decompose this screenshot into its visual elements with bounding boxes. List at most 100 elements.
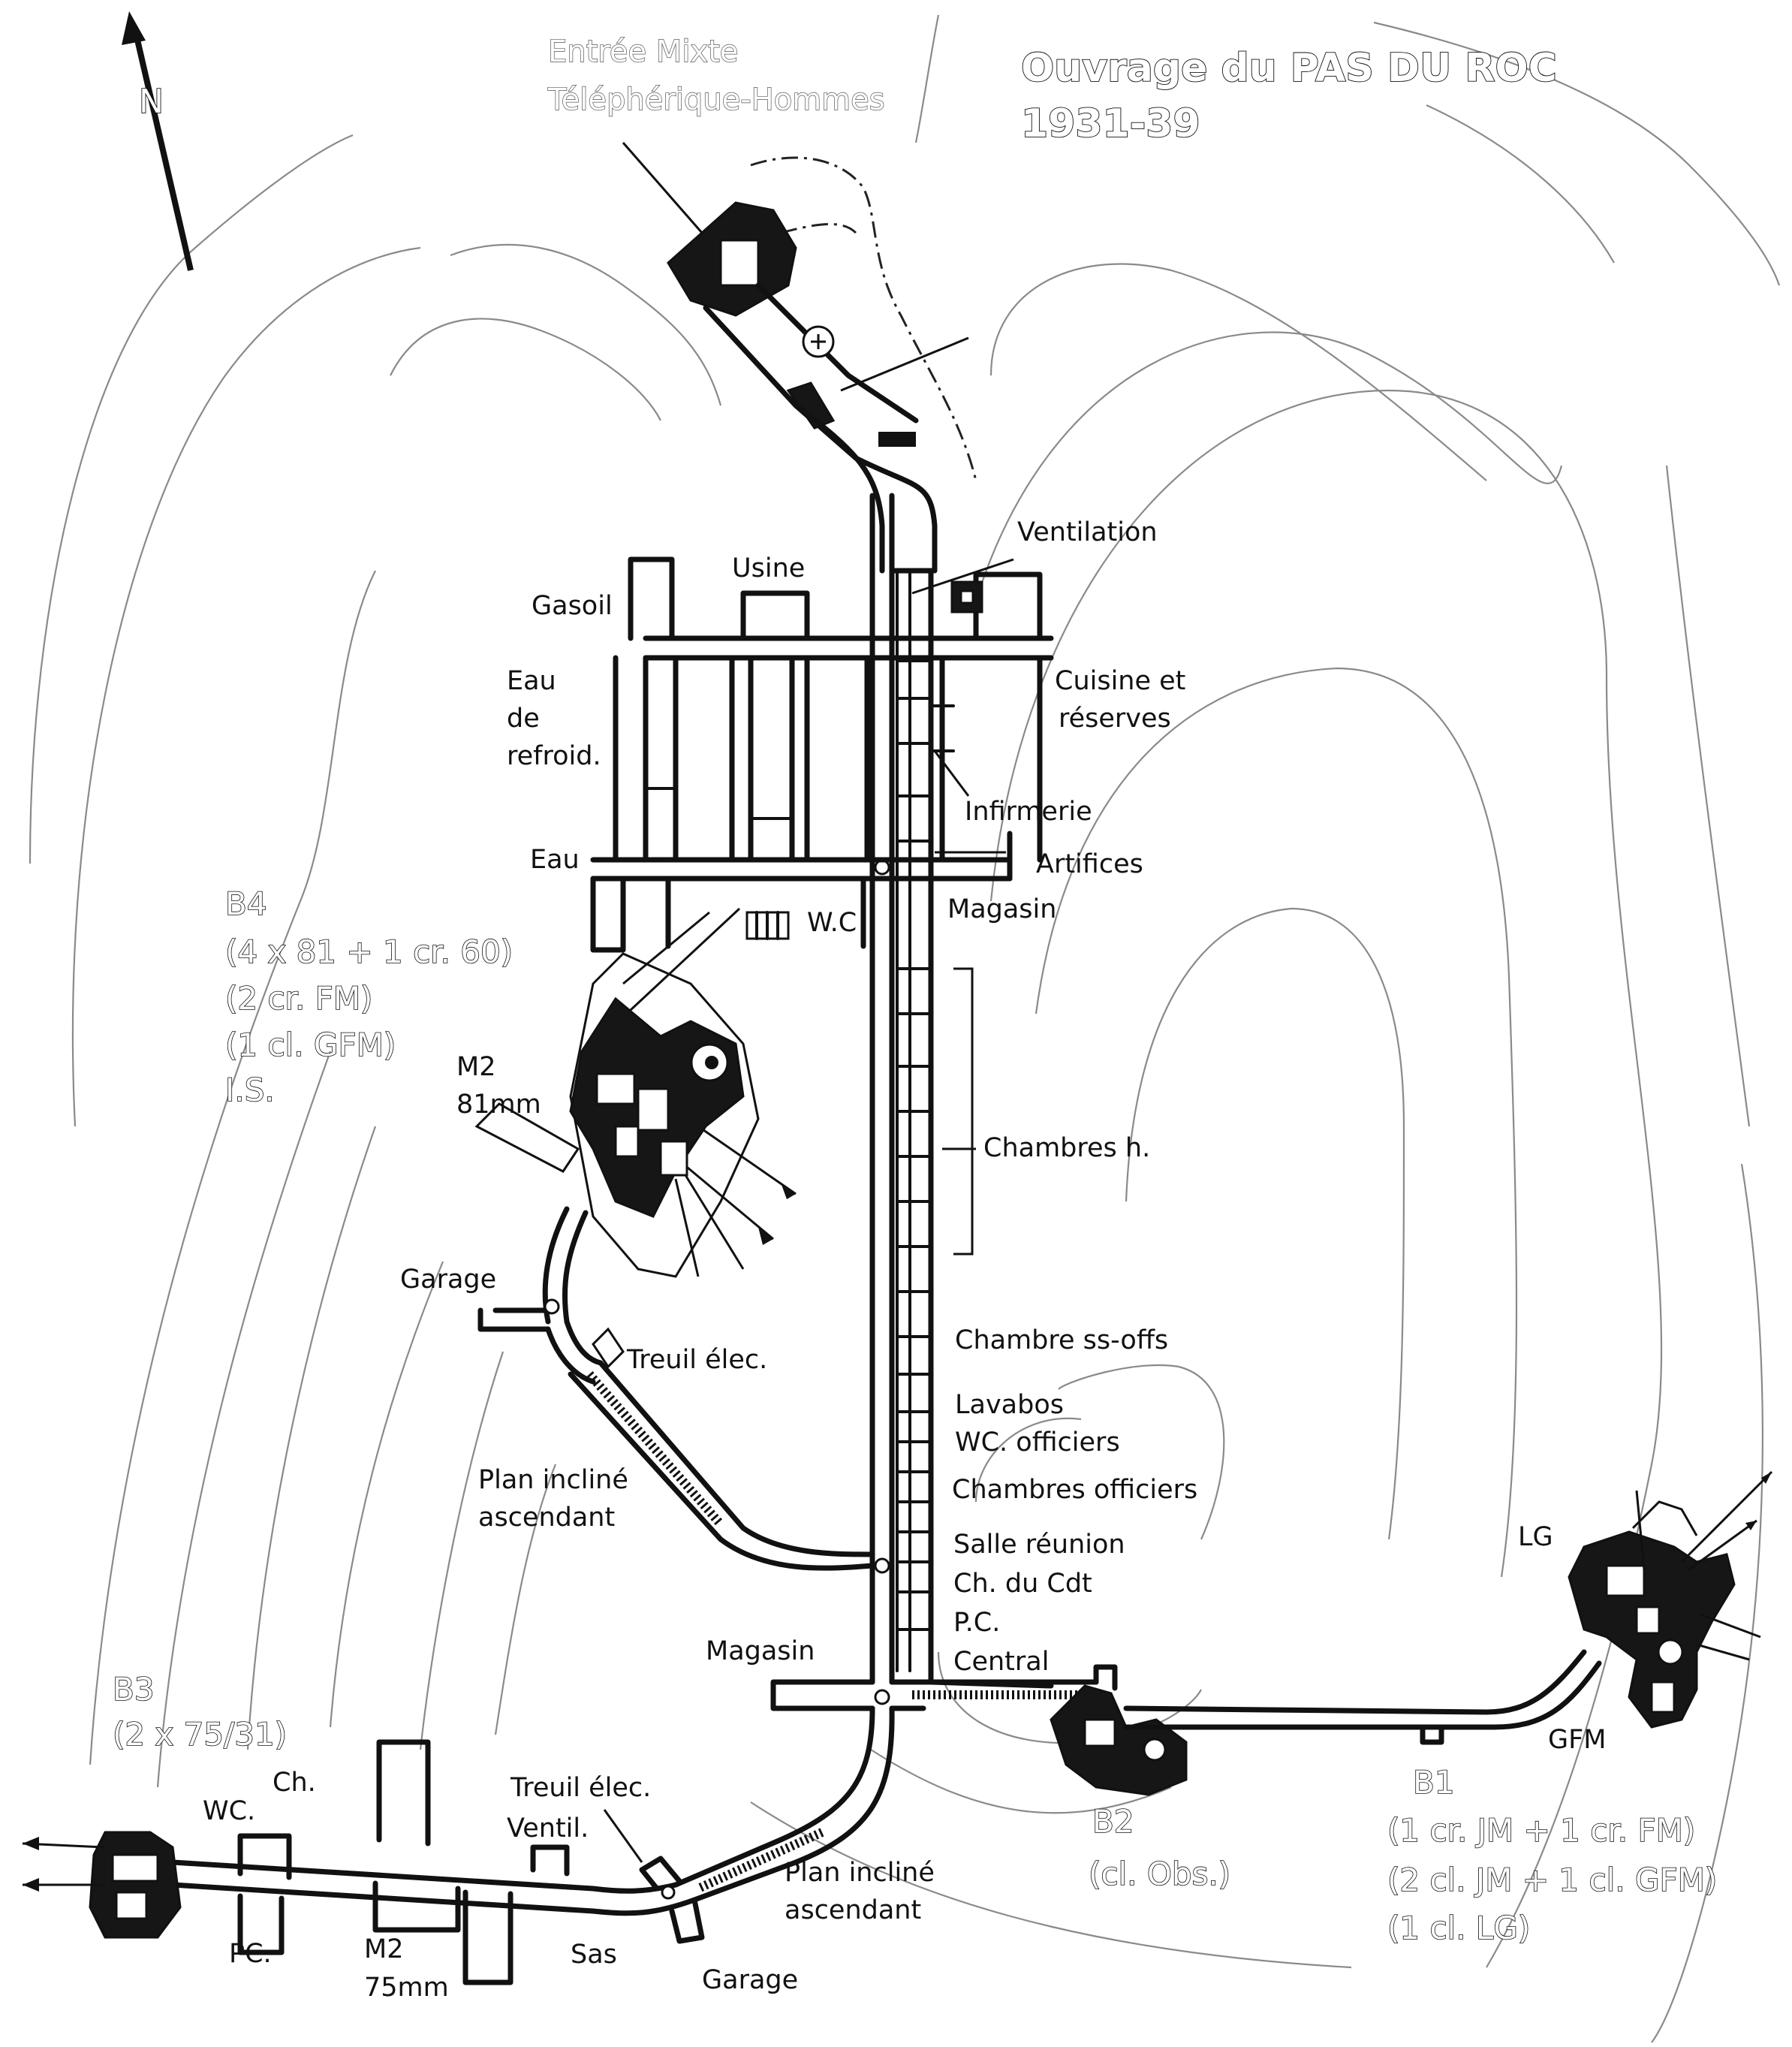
entrance-label: Entrée Mixte (548, 35, 738, 69)
contour-line (989, 263, 1487, 481)
junction-marker (874, 859, 890, 876)
main-gallery (869, 493, 976, 1705)
label-gasoil: Gasoil (532, 591, 613, 621)
contour-line (1665, 465, 1751, 1127)
contour-line (1426, 104, 1615, 264)
entrance-room (719, 239, 760, 287)
label-b4-armament: (4 x 81 + 1 cr. 60) (225, 933, 513, 970)
entrance-label-sub: Téléphérique-Hommes (547, 83, 885, 117)
b2-block (928, 1679, 1188, 1796)
contour-line (29, 134, 354, 864)
label-b4: B4 (225, 885, 267, 922)
label-sas: Sas (571, 1940, 617, 1970)
label-infirmerie: Infirmerie (965, 797, 1092, 827)
b1-block (1123, 1470, 1773, 1745)
label-plan-incline-2: Plan incliné (785, 1858, 935, 1888)
label-plan-incline-1: ascendant (478, 1503, 615, 1533)
contour-line (89, 570, 376, 1765)
label-b3: B3 (113, 1671, 155, 1708)
junction-marker (874, 1557, 890, 1574)
contour-line (974, 1417, 1082, 1503)
label-magasin-bottom: Magasin (706, 1636, 815, 1666)
label-b4-armament: (2 cr. FM) (225, 980, 372, 1017)
b3-wing (22, 1739, 705, 1985)
contour-line (750, 1801, 1352, 1969)
terrain-contours (29, 14, 1781, 2043)
label-b2-armament: (cl. Obs.) (1089, 1856, 1230, 1892)
north-label: N (139, 83, 164, 121)
label-ch-cdt: Ch. du Cdt (953, 1569, 1092, 1599)
label-m2-81: 81mm (456, 1090, 541, 1120)
block-labels: B4 (4 x 81 + 1 cr. 60) (2 cr. FM) (1 cl.… (112, 885, 1718, 1947)
map-title: Ouvrage du PAS DU ROC (1021, 46, 1557, 91)
label-b2: B2 (1092, 1803, 1134, 1840)
label-artifices: Artifices (1036, 849, 1143, 879)
contour-line (246, 1126, 377, 1750)
label-garage-bottom: Garage (702, 1965, 798, 1995)
label-m2-81: M2 (456, 1052, 495, 1082)
label-garage-top: Garage (400, 1265, 496, 1295)
label-treuil-bottom: Ventil. (507, 1813, 589, 1844)
label-gfm: GFM (1548, 1725, 1606, 1755)
b4-block (474, 907, 875, 1571)
label-b3-armament: (2 x 75/31) (113, 1716, 287, 1753)
label-pc: P.C. (953, 1608, 1000, 1638)
b2-casemate (1050, 1684, 1188, 1796)
label-b1: B1 (1413, 1764, 1455, 1801)
label-ventilation: Ventilation (1017, 517, 1158, 547)
label-treuil-bottom: Treuil élec. (510, 1773, 651, 1803)
entrance-block (622, 142, 977, 574)
contour-line (974, 331, 1563, 601)
label-central: Central (953, 1647, 1049, 1677)
label-eau: Eau (530, 845, 580, 875)
label-chambre-ssoffs: Chambre ss-offs (955, 1325, 1168, 1355)
label-usine: Usine (732, 553, 805, 583)
usine-service-block (590, 556, 1054, 953)
label-b1-armament: (1 cr. JM + 1 cr. FM) (1387, 1812, 1695, 1849)
contour-line (1373, 21, 1781, 286)
contour-line (450, 243, 722, 406)
contour-line (71, 246, 421, 1127)
label-pc-b3: PC. (229, 1939, 272, 1969)
label-b4-armament: I.S. (225, 1072, 275, 1108)
label-b4-armament: (1 cl. GFM) (225, 1027, 396, 1063)
label-eau-refroid: de (507, 704, 540, 734)
contour-line (1651, 1163, 1763, 2043)
label-magasin-top: Magasin (947, 894, 1056, 924)
label-salle-reunion: Salle réunion (953, 1530, 1125, 1560)
contour-line (870, 1749, 1172, 1814)
contour-line (914, 14, 940, 143)
label-m2-75: M2 (364, 1934, 403, 1964)
label-lg: LG (1518, 1522, 1553, 1552)
map-title-years: 1931-39 (1021, 101, 1200, 146)
label-cuisine: réserves (1059, 704, 1171, 734)
room-labels: Ventilation Usine Gasoil Eau de refroid.… (203, 517, 1606, 2003)
entrance-steps (878, 432, 916, 447)
label-m2-75: 75mm (364, 1973, 449, 2003)
label-b1-armament: (1 cl. LG) (1387, 1910, 1530, 1946)
label-wc-officiers: WC. officiers (955, 1427, 1120, 1458)
contour-line (1125, 907, 1405, 1540)
label-cuisine: Cuisine et (1055, 666, 1185, 696)
contour-line (419, 1351, 504, 1750)
label-plan-incline-1: Plan incliné (478, 1465, 628, 1495)
label-b1-armament: (2 cl. JM + 1 cl. GFM) (1387, 1862, 1717, 1898)
north-arrow (122, 11, 194, 271)
label-eau-refroid: Eau (507, 666, 556, 696)
label-plan-incline-2: ascendant (785, 1895, 921, 1925)
label-ch-b3: Ch. (273, 1768, 316, 1798)
contour-line (1035, 667, 1518, 1578)
junction-marker (874, 1689, 890, 1705)
contour-line (329, 1261, 444, 1728)
label-eau-refroid: refroid. (507, 741, 601, 771)
contour-line (156, 1051, 332, 1788)
label-wc-b3: WC. (203, 1796, 255, 1826)
label-treuil-top: Treuil élec. (626, 1345, 767, 1375)
contour-line (494, 1464, 557, 1735)
label-wc: W.C (807, 908, 857, 938)
label-chambres-h: Chambres h. (983, 1133, 1150, 1163)
label-chambres-officiers: Chambres officiers (952, 1475, 1197, 1505)
contour-line (390, 318, 661, 421)
contour-line (1058, 1364, 1225, 1540)
